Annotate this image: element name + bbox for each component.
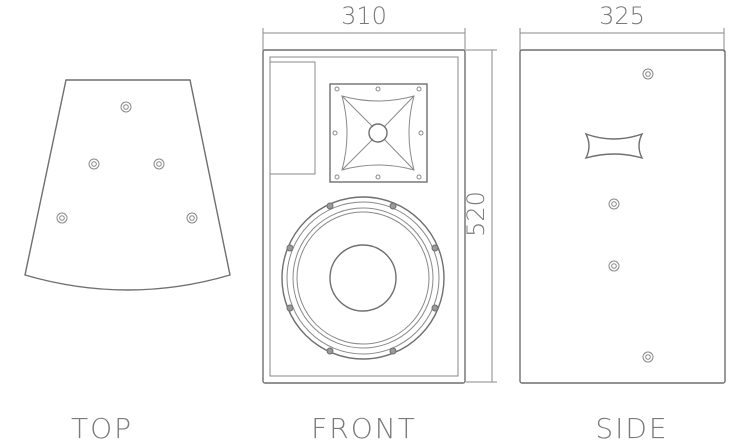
woofer-bolts: [286, 202, 439, 355]
front-baffle: [269, 56, 459, 377]
top-view: [24, 79, 231, 291]
side-cabinet-outline: [519, 49, 726, 384]
screw: [88, 158, 100, 170]
screw: [153, 158, 165, 170]
side-view-screws: [608, 68, 654, 363]
width-dimension-label: 310: [341, 2, 387, 30]
height-dimension-label: 520: [462, 191, 490, 237]
bass-port: [270, 61, 316, 175]
front-view-label: FRONT: [311, 412, 417, 445]
width-dimension-line: [262, 28, 466, 52]
horn-screws: [332, 86, 424, 180]
top-view-outline: [24, 79, 231, 291]
screw: [642, 351, 654, 363]
depth-dimension-line: [519, 28, 725, 52]
woofer-outer-frame: [281, 196, 445, 360]
side-view-label: SIDE: [595, 412, 668, 445]
side-view: 325: [519, 2, 726, 384]
horn-throat: [368, 123, 388, 143]
screw: [608, 198, 620, 210]
woofer-dust-cap: [329, 244, 397, 312]
woofer: [281, 196, 445, 360]
height-dimension-line: [466, 49, 497, 383]
carry-handle: [584, 132, 644, 160]
horn-frame: [329, 83, 428, 183]
screw: [642, 68, 654, 80]
screw: [120, 101, 132, 113]
screw: [56, 212, 68, 224]
horn-driver: [329, 83, 428, 183]
front-cabinet-outline: [262, 49, 466, 384]
top-view-label: TOP: [71, 412, 133, 445]
front-view: 310 520: [262, 2, 497, 384]
screw: [608, 260, 620, 272]
depth-dimension-label: 325: [599, 2, 645, 30]
top-view-screws: [56, 101, 198, 224]
screw: [186, 212, 198, 224]
